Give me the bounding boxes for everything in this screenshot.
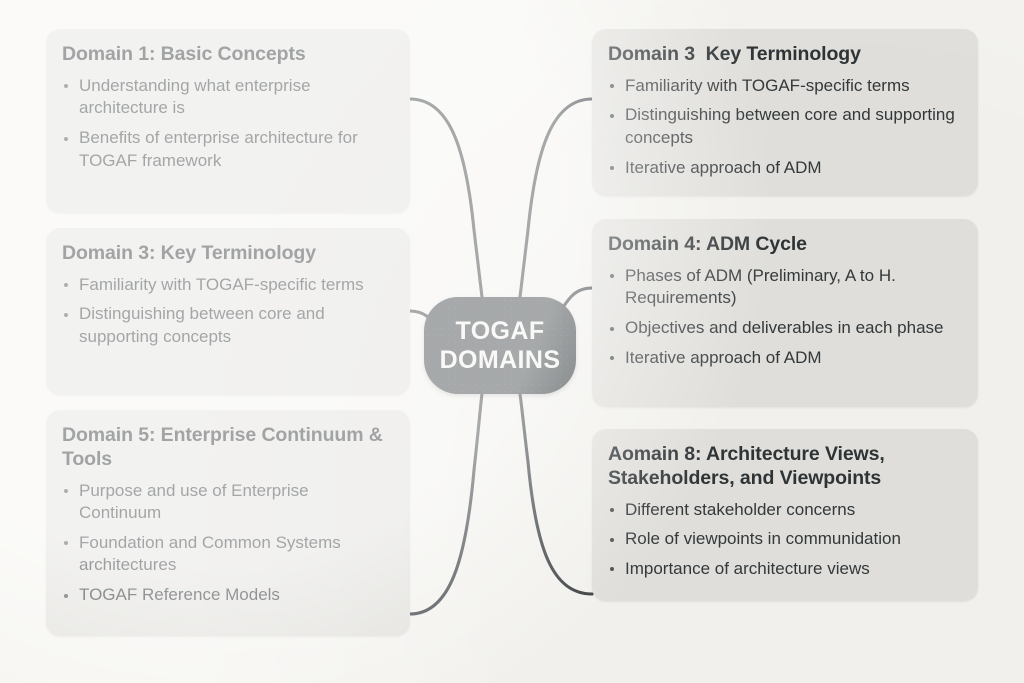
list-item: Importance of architecture views: [608, 558, 960, 581]
bullet-text: Iterative approach of ADM: [625, 347, 822, 367]
node-bullet-list: Purpose and use of Enterprise Continuum …: [62, 480, 392, 607]
bullet-dot-icon: [64, 541, 68, 546]
node-domain-5-enterprise-continuum-tools[interactable]: Domain 5: Enterprise Continuum & Tools P…: [46, 410, 410, 636]
bullet-dot-icon: [610, 166, 614, 171]
list-item: Role of viewpoints in communidation: [608, 528, 960, 551]
list-item: Distinguishing between core and supporti…: [608, 104, 960, 149]
central-node-line-2: DOMAINS: [439, 345, 561, 374]
node-bullet-list: Familiarity with TOGAF-specific terms Di…: [608, 75, 960, 179]
bullet-text: Distinguishing between core and supporti…: [79, 304, 325, 346]
list-item: Understanding what enterprise architectu…: [62, 75, 392, 120]
node-title: Domain 5: Enterprise Continuum & Tools: [62, 424, 389, 470]
node-bullet-list: Different stakeholder concerns Role of v…: [608, 499, 960, 581]
node-domain-1-basic-concepts[interactable]: Domain 1: Basic Concepts Understanding w…: [46, 29, 410, 213]
bullet-text: Phases of ADM (Preliminary, A to H. Requ…: [625, 265, 896, 308]
node-domain-4-adm-cycle[interactable]: Domain 4: ADM Cycle Phases of ADM (Preli…: [592, 219, 978, 407]
connector-to-domain-1: [408, 97, 484, 299]
node-domain-3-key-terminology-left[interactable]: Domain 3: Key Terminology Familiarity wi…: [46, 228, 410, 395]
bullet-dot-icon: [610, 326, 614, 331]
list-item: Distinguishing between core and supporti…: [62, 303, 392, 348]
node-title: Domain 3 Key Terminology: [608, 43, 861, 65]
node-title: Domain 3: Key Terminology: [62, 242, 316, 264]
bullet-dot-icon: [64, 489, 68, 494]
bullet-dot-icon: [610, 84, 614, 89]
connector-to-domain-5: [408, 392, 484, 616]
bullet-text: Different stakeholder concerns: [625, 499, 856, 519]
bullet-dot-icon: [610, 113, 614, 118]
list-item: Purpose and use of Enterprise Continuum: [62, 480, 392, 525]
connector-to-domain-8: [518, 392, 594, 596]
bullet-dot-icon: [610, 508, 614, 513]
node-domain-8-architecture-views[interactable]: Aomain 8: Architecture Views, Stakeholde…: [592, 429, 978, 601]
list-item: Foundation and Common Systems architectu…: [62, 532, 392, 577]
node-domain-3-key-terminology-right[interactable]: Domain 3 Key Terminology Familiarity wit…: [592, 29, 978, 196]
list-item: Phases of ADM (Preliminary, A to H. Requ…: [608, 265, 960, 310]
bullet-dot-icon: [64, 283, 68, 288]
bullet-text: Understanding what enterprise architectu…: [79, 75, 311, 118]
bullet-text: Benefits of enterprise architecture for …: [79, 128, 358, 170]
bullet-dot-icon: [610, 356, 614, 361]
connector-to-domain-3-right: [518, 97, 594, 299]
bullet-text: Purpose and use of Enterprise Continuum: [79, 480, 309, 523]
bullet-text: Objectives and deliverables in each phas…: [625, 318, 944, 337]
bullet-text: Iterative approach of ADM: [625, 157, 822, 177]
bullet-dot-icon: [610, 274, 614, 279]
central-node-line-1: TOGAF: [455, 317, 545, 346]
bullet-dot-icon: [610, 537, 614, 542]
bullet-text: Foundation and Common Systems architectu…: [79, 532, 341, 575]
node-title: Aomain 8: Architecture Views, Stakeholde…: [608, 443, 891, 489]
node-bullet-list: Familiarity with TOGAF-specific terms Di…: [62, 274, 392, 349]
bullet-dot-icon: [64, 312, 68, 317]
list-item: Different stakeholder concerns: [608, 499, 960, 522]
list-item: TOGAF Reference Models: [62, 584, 392, 607]
list-item: Iterative approach of ADM: [608, 157, 960, 180]
node-bullet-list: Phases of ADM (Preliminary, A to H. Requ…: [608, 265, 960, 369]
bullet-dot-icon: [64, 136, 68, 141]
list-item: Familiarity with TOGAF-specific terms: [608, 75, 960, 98]
node-title: Domain 1: Basic Concepts: [62, 43, 306, 65]
bullet-text: TOGAF Reference Models: [79, 585, 280, 604]
bullet-text: Familiarity with TOGAF-specific terms: [79, 274, 364, 294]
bullet-dot-icon: [64, 593, 68, 598]
bullet-text: Importance of architecture views: [625, 558, 870, 578]
bullet-text: Distinguishing between core and supporti…: [625, 105, 955, 147]
list-item: Familiarity with TOGAF-specific terms: [62, 274, 392, 297]
bullet-dot-icon: [610, 567, 614, 572]
node-title: Domain 4: ADM Cycle: [608, 233, 807, 255]
bullet-dot-icon: [64, 84, 68, 89]
bullet-text: Role of viewpoints in communidation: [625, 529, 901, 549]
list-item: Benefits of enterprise architecture for …: [62, 127, 392, 172]
bullet-text: Familiarity with TOGAF-specific terms: [625, 75, 910, 95]
list-item: Iterative approach of ADM: [608, 347, 960, 370]
central-node-togaf-domains[interactable]: TOGAF DOMAINS: [424, 297, 576, 394]
list-item: Objectives and deliverables in each phas…: [608, 317, 960, 340]
node-bullet-list: Understanding what enterprise architectu…: [62, 75, 392, 172]
